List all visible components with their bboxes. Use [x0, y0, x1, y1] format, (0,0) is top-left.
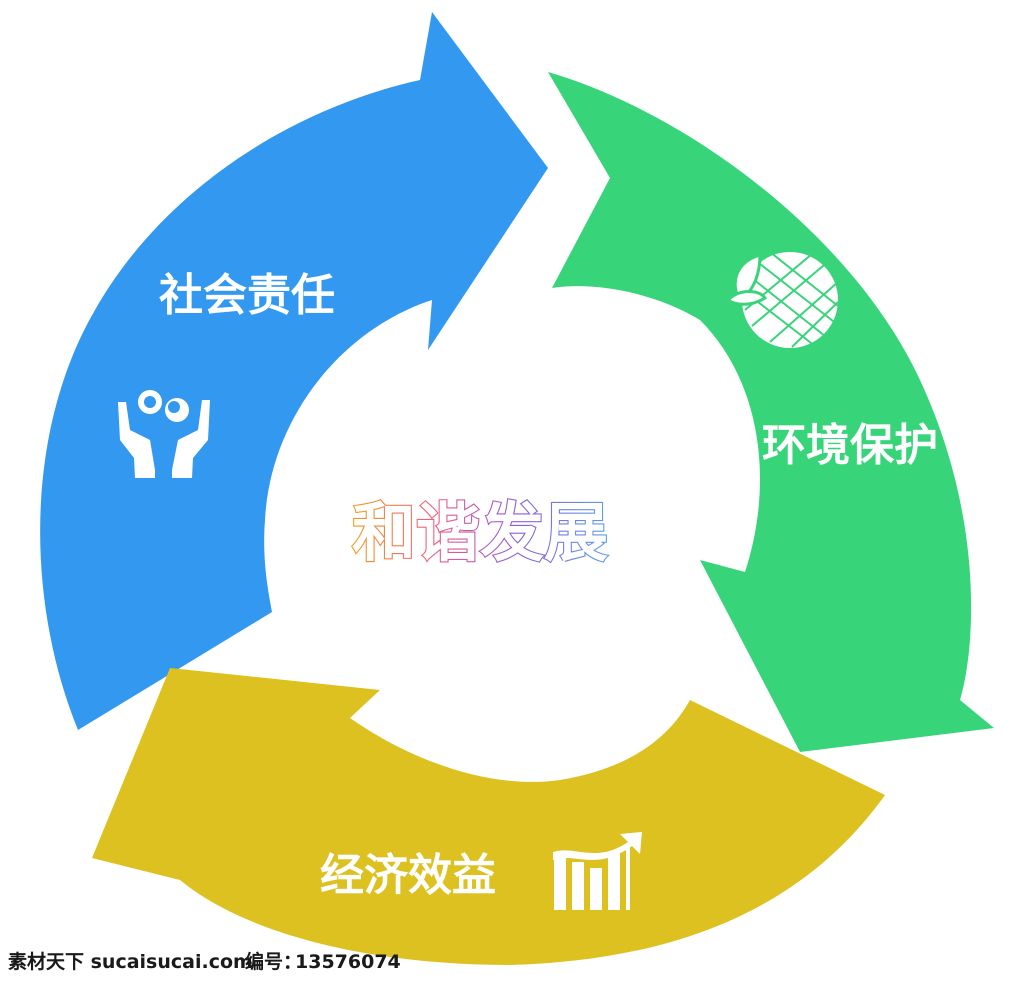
growth-chart-icon	[553, 832, 642, 910]
arc-economic-benefit	[92, 668, 885, 965]
center-title: 和谐发展	[352, 497, 608, 571]
watermark-id-value: 13576074	[295, 951, 401, 973]
arc-social-responsibility	[40, 12, 548, 730]
watermark-site: 素材天下 sucaisucai.com	[8, 950, 253, 973]
watermark-id-label: 编号：	[245, 950, 302, 973]
label-social-responsibility: 社会责任	[159, 270, 335, 321]
arc-environmental-protection	[548, 72, 994, 752]
label-economic-benefit: 经济效益	[320, 850, 496, 901]
label-environmental-protection: 环境保护	[762, 420, 938, 471]
hands-holding-balls-icon	[118, 390, 210, 478]
globe-leaf-icon	[725, 251, 839, 348]
